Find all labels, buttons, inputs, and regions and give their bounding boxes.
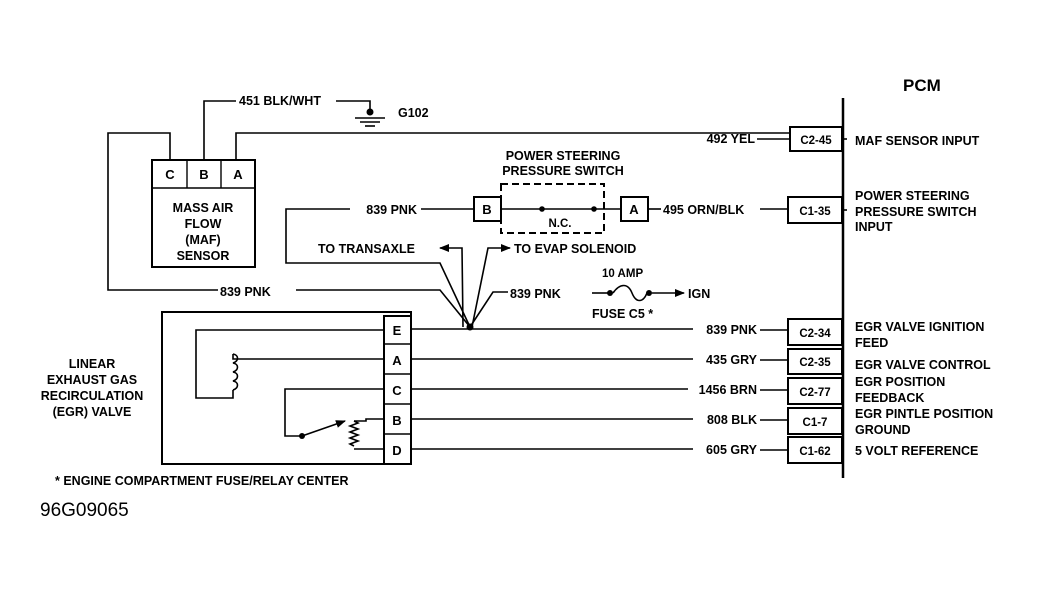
row3-connector	[787, 348, 843, 375]
ground-symbol-icon	[355, 117, 385, 127]
ps-title-line1: POWER STEERING	[506, 149, 621, 163]
maf-sensor: C B A MASS AIR FLOW (MAF) SENSOR	[151, 159, 256, 268]
row0-wire-label: 492 YEL	[707, 132, 756, 146]
row3-desc: EGR VALVE CONTROL	[855, 358, 991, 372]
maf-pin-a: A	[233, 167, 243, 182]
maf-name-line4: SENSOR	[177, 249, 230, 263]
row2-connector	[787, 318, 843, 346]
fuse-wire-label: 839 PNK	[510, 287, 561, 301]
wire-451-label: 451 BLK/WHT	[239, 94, 321, 108]
row0-connector	[789, 126, 843, 152]
ground-splice-dot	[366, 108, 374, 116]
row2-connector-label: C2-34	[799, 328, 831, 340]
maf-pin-c: C	[165, 167, 175, 182]
to-evap-arrow	[471, 244, 511, 328]
fuse-name-label: FUSE C5 *	[592, 307, 653, 321]
row6-wire-label: 605 GRY	[706, 443, 758, 457]
ps-title-line2: PRESSURE SWITCH	[502, 164, 624, 178]
egr-label-line2: EXHAUST GAS	[47, 373, 137, 387]
row1-desc-line1: POWER STEERING	[855, 189, 970, 203]
egr-coil-icon	[232, 353, 239, 391]
wire-839-ps	[285, 208, 471, 328]
egr-pin-d: D	[392, 443, 401, 458]
row0-connector-label: C2-45	[800, 135, 832, 147]
egr-pin-e: E	[393, 323, 402, 338]
row4-desc-line1: EGR POSITION	[855, 375, 945, 389]
row5-wire-label: 808 BLK	[707, 413, 757, 427]
row2-desc-line1: EGR VALVE IGNITION	[855, 320, 984, 334]
egr-label-line3: RECIRCULATION	[41, 389, 144, 403]
ps-pin-a: A	[629, 202, 639, 217]
ign-label: IGN	[688, 287, 710, 301]
row2-wire-label: 839 PNK	[706, 323, 757, 337]
row6-connector-label: C1-62	[799, 446, 830, 458]
row0-desc: MAF SENSOR INPUT	[855, 134, 980, 148]
ps-wire-left-label: 839 PNK	[366, 203, 417, 217]
ps-contact-icon	[501, 206, 621, 212]
to-transaxle-arrow	[439, 244, 464, 328]
row4-wire-label: 1456 BRN	[699, 383, 757, 397]
ps-pin-b: B	[482, 202, 491, 217]
maf-name-line2: FLOW	[185, 217, 222, 231]
row5-connector-label: C1-7	[803, 417, 828, 429]
row5-desc-line2: GROUND	[855, 423, 911, 437]
row6-desc: 5 VOLT REFERENCE	[855, 444, 978, 458]
egr-label-line4: (EGR) VALVE	[53, 405, 132, 419]
row4-connector-label: C2-77	[799, 387, 830, 399]
maf-sensor-body	[151, 159, 256, 268]
pcm-title: PCM	[903, 76, 941, 95]
row1-connector-label: C1-35	[799, 206, 831, 218]
row2-desc-line2: FEED	[855, 336, 888, 350]
fuse-icon	[607, 284, 652, 302]
egr-label-line1: LINEAR	[69, 357, 116, 371]
row1-desc-line2: PRESSURE SWITCH	[855, 205, 977, 219]
wire-492	[235, 132, 790, 160]
egr-resistor-icon	[347, 420, 361, 447]
maf-pin-b: B	[199, 167, 208, 182]
wire-839-maf	[107, 132, 218, 291]
row1-desc-line3: INPUT	[855, 220, 893, 234]
row3-wire-label: 435 GRY	[706, 353, 758, 367]
figure-code: 96G09065	[40, 500, 129, 521]
row5-desc-line1: EGR PINTLE POSITION	[855, 407, 993, 421]
wire-451	[203, 100, 236, 160]
row3-connector-label: C2-35	[799, 357, 831, 369]
row4-desc-line2: FEEDBACK	[855, 391, 924, 405]
row6-connector	[787, 436, 843, 464]
ps-contact-label: N.C.	[549, 218, 572, 230]
maf-name-line3: (MAF)	[185, 233, 220, 247]
maf-name-line1: MASS AIR	[173, 201, 234, 215]
row1-wire-label: 495 ORN/BLK	[663, 203, 744, 217]
wire-839-maf-label: 839 PNK	[220, 285, 271, 299]
row4-connector	[787, 377, 843, 405]
to-evap-label: TO EVAP SOLENOID	[514, 242, 636, 256]
egr-wiper-arrow	[301, 420, 346, 437]
egr-pin-c: C	[392, 383, 402, 398]
egr-pin-a: A	[392, 353, 402, 368]
egr-valve-body	[161, 311, 412, 465]
to-transaxle-label: TO TRANSAXLE	[318, 242, 415, 256]
egr-connector	[383, 315, 412, 465]
footnote: * ENGINE COMPARTMENT FUSE/RELAY CENTER	[55, 474, 349, 488]
ground-label: G102	[398, 106, 429, 120]
row5-connector	[787, 407, 843, 435]
fuse-rating-label: 10 AMP	[602, 268, 643, 280]
egr-pin-b: B	[392, 413, 401, 428]
